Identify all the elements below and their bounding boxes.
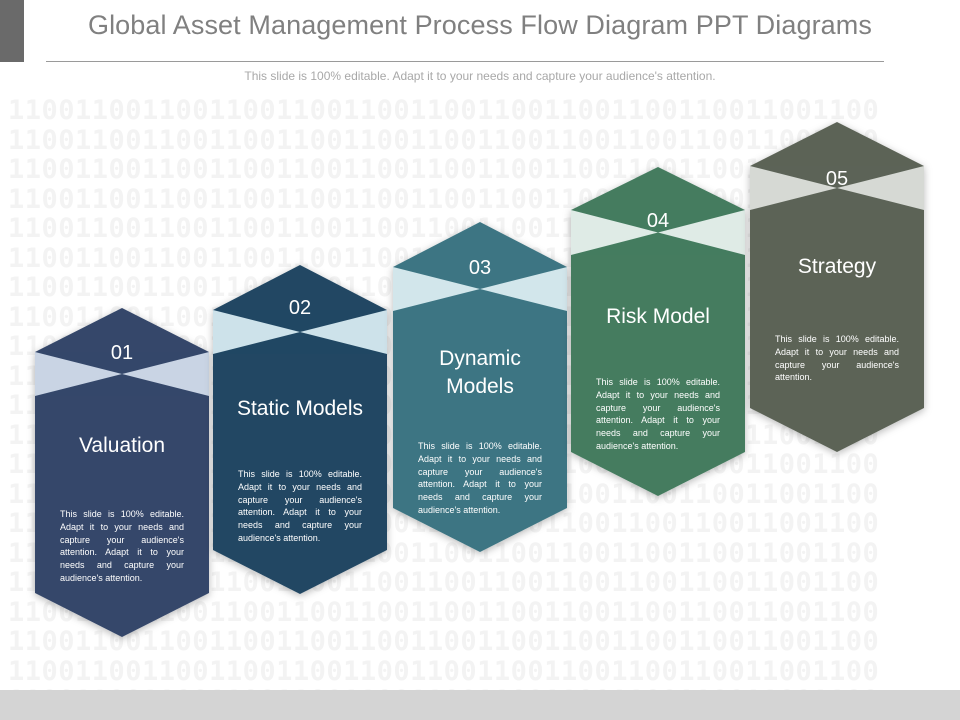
step-01-hexagon: [35, 308, 209, 637]
step-04-description: This slide is 100% editable. Adapt it to…: [596, 377, 720, 451]
title-divider: [46, 61, 884, 62]
step-04-hexagon: [571, 167, 745, 496]
step-03-bottom-chevron: [393, 289, 567, 311]
step-03-number: 03: [468, 257, 492, 279]
slide-subtitle: This slide is 100% editable. Adapt it to…: [244, 69, 716, 83]
step-01-bottom-chevron: [35, 374, 209, 396]
step-05-hexagon: [750, 122, 924, 452]
step-05-label: Strategy: [797, 255, 877, 278]
step-03-top-chevron: [393, 267, 567, 289]
step-01-description: This slide is 100% editable. Adapt it to…: [60, 509, 184, 583]
step-02-bottom-chevron: [213, 332, 387, 354]
step-05-bottom-chevron: [750, 188, 924, 210]
step-02-hexagon: [213, 265, 387, 594]
corner-accent: [0, 0, 24, 62]
step-05-description: This slide is 100% editable. Adapt it to…: [775, 334, 899, 383]
footer-bar: [0, 690, 960, 720]
step-02-description: This slide is 100% editable. Adapt it to…: [238, 469, 362, 543]
step-04-bottom-chevron: [571, 232, 745, 255]
step-04-number: 04: [646, 210, 670, 232]
slide-title: Global Asset Management Process Flow Dia…: [87, 10, 872, 40]
step-02-label: Static Models: [236, 397, 364, 420]
step-03-description: This slide is 100% editable. Adapt it to…: [418, 441, 542, 515]
step-01-top-chevron: [35, 352, 209, 374]
step-04-top-chevron: [571, 210, 745, 233]
step-02-top-chevron: [213, 310, 387, 332]
step-05-number: 05: [825, 168, 849, 190]
step-03-hexagon: [393, 222, 567, 552]
step-01-label: Valuation: [78, 434, 165, 457]
step-04-label: Risk Model: [606, 305, 710, 328]
step-02-number: 02: [288, 297, 312, 319]
step-03-label: Dynamic Models: [439, 347, 521, 398]
step-05-top-chevron: [750, 166, 924, 188]
step-01-number: 01: [110, 342, 134, 364]
